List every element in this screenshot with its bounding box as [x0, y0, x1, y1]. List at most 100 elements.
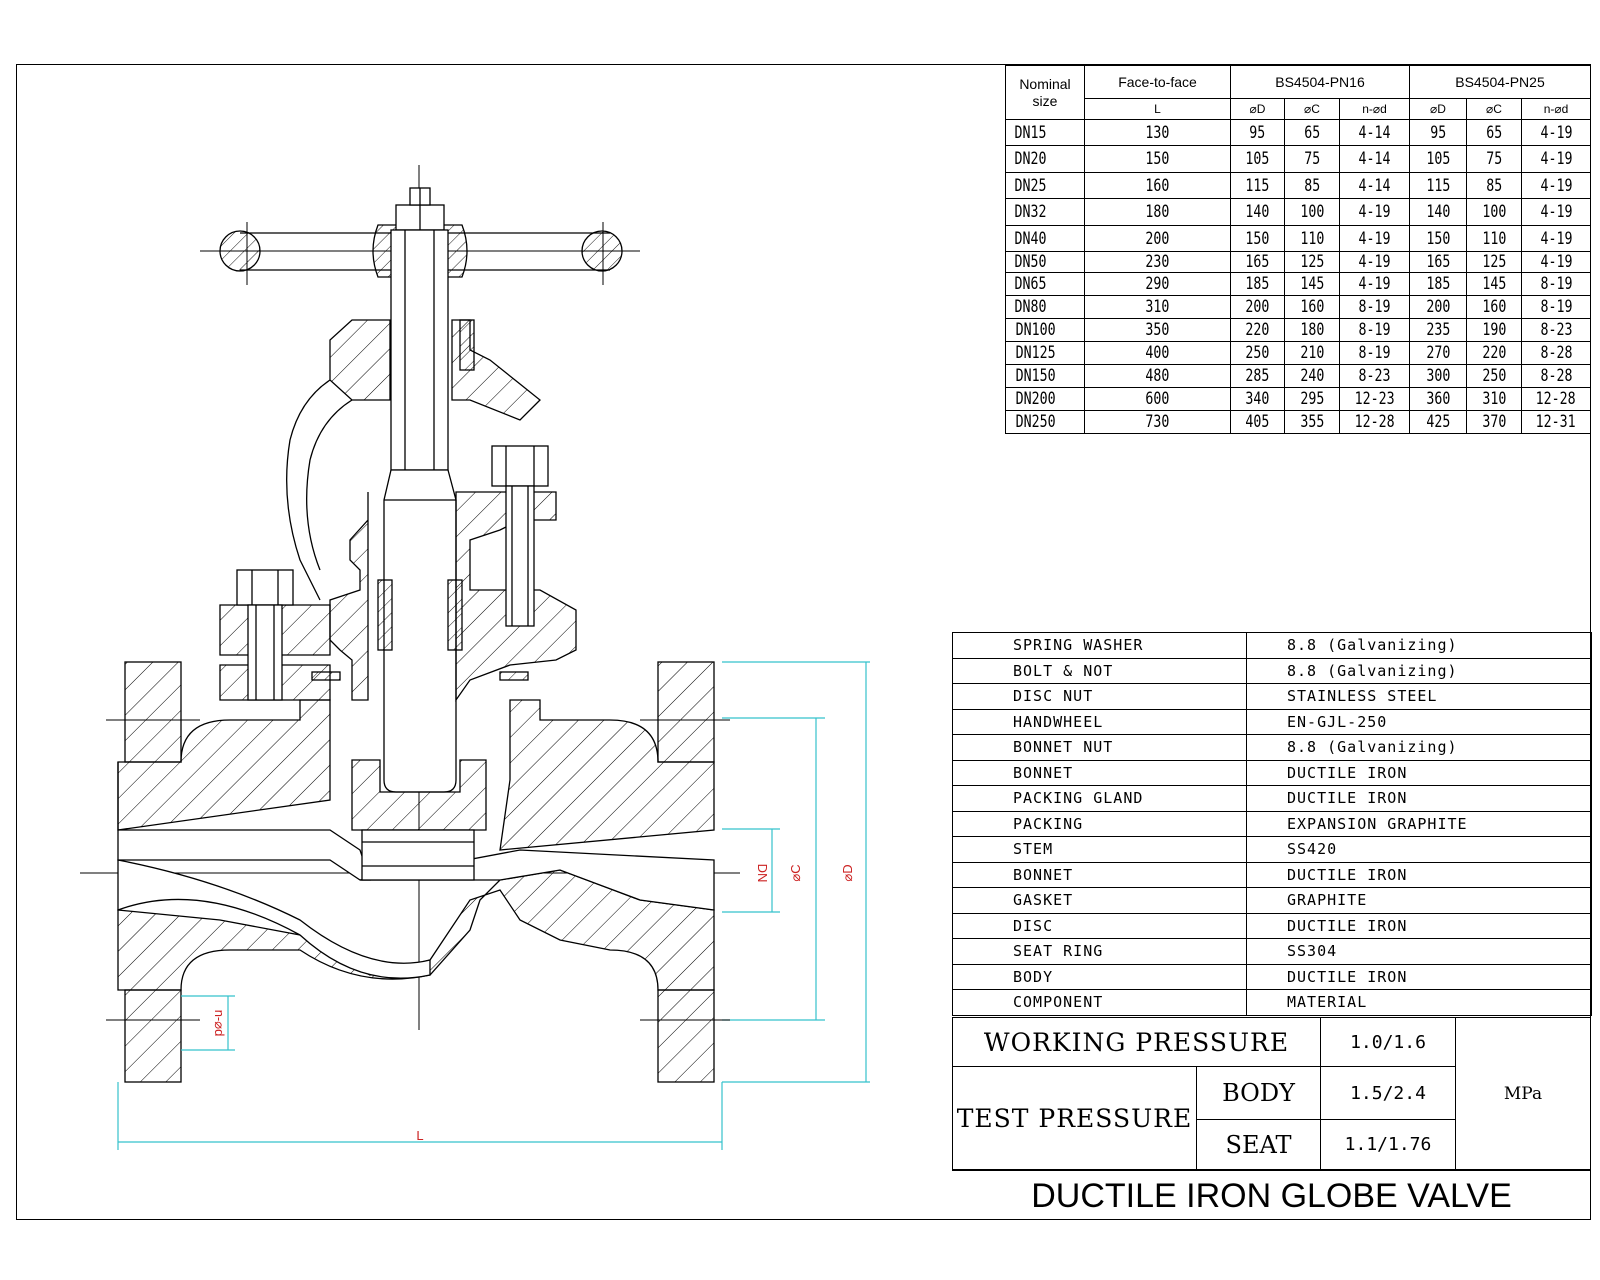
table-cell: 200 — [1230, 295, 1285, 319]
table-cell: 180 — [1084, 198, 1231, 226]
table-cell: 165 — [1230, 251, 1285, 273]
component-cell: SPRING WASHER — [952, 632, 1247, 659]
table-cell: 4-19 — [1521, 198, 1591, 226]
table-cell: 8-19 — [1339, 295, 1410, 319]
table-cell: 8-19 — [1521, 272, 1591, 296]
material-cell: SS420 — [1246, 836, 1592, 863]
table-cell: 150 — [1230, 225, 1285, 252]
table-cell: 310 — [1084, 295, 1231, 319]
pn25-header: BS4504-PN25 — [1409, 65, 1591, 99]
material-cell: 8.8 (Galvanizing) — [1246, 734, 1592, 761]
table-cell: 300 — [1409, 364, 1467, 388]
table-cell: 350 — [1084, 318, 1231, 342]
gland-bolt — [491, 445, 549, 627]
table-cell: 4-19 — [1521, 251, 1591, 273]
pn16-n-header: n-⌀d — [1339, 98, 1410, 120]
table-cell: 12-23 — [1339, 387, 1410, 411]
table-cell: 360 — [1409, 387, 1467, 411]
table-cell: 150 — [1084, 145, 1231, 173]
table-cell: 290 — [1084, 272, 1231, 296]
table-cell: 4-19 — [1339, 272, 1410, 296]
table-cell: 200 — [1084, 225, 1231, 252]
table-cell: 8-28 — [1521, 341, 1591, 365]
nominal-size-cell: DN32 — [1005, 198, 1085, 226]
table-cell: 4-14 — [1339, 145, 1410, 173]
table-cell: 4-19 — [1521, 145, 1591, 173]
body-pressure-value: 1.5/2.4 — [1320, 1066, 1456, 1120]
table-cell: 160 — [1284, 295, 1340, 319]
table-cell: 8-23 — [1521, 318, 1591, 342]
table-cell: 160 — [1466, 295, 1522, 319]
nominal-size-cell: DN100 — [1005, 318, 1085, 342]
table-cell: 8-23 — [1339, 364, 1410, 388]
table-cell: 355 — [1284, 410, 1340, 434]
component-cell: SEAT RING — [952, 938, 1247, 965]
table-cell: 180 — [1284, 318, 1340, 342]
pressure-block: WORKING PRESSURE 1.0/1.6 TEST PRESSURE B… — [952, 1017, 1591, 1220]
table-cell: 105 — [1230, 145, 1285, 173]
table-cell: 340 — [1230, 387, 1285, 411]
material-cell: EXPANSION GRAPHITE — [1246, 810, 1592, 837]
table-cell: 145 — [1466, 272, 1522, 296]
table-cell: 4-19 — [1521, 172, 1591, 199]
table-cell: 125 — [1284, 251, 1340, 273]
dim-label-D: ⌀D — [840, 864, 855, 881]
nominal-size-cell: DN150 — [1005, 364, 1085, 388]
pn16-d-header: ⌀D — [1230, 98, 1285, 120]
table-cell: 400 — [1084, 341, 1231, 365]
table-cell: 285 — [1230, 364, 1285, 388]
face-sub-header: L — [1084, 98, 1231, 120]
table-cell: 165 — [1409, 251, 1467, 273]
material-cell: DUCTILE IRON — [1246, 861, 1592, 888]
working-pressure-value: 1.0/1.6 — [1320, 1017, 1456, 1067]
table-cell: 4-19 — [1339, 225, 1410, 252]
table-cell: 600 — [1084, 387, 1231, 411]
table-cell: 8-19 — [1521, 295, 1591, 319]
material-cell: STAINLESS STEEL — [1246, 683, 1592, 710]
pn25-c-header: ⌀C — [1466, 98, 1522, 120]
component-cell: BONNET — [952, 759, 1247, 786]
component-cell: GASKET — [952, 887, 1247, 914]
dimension-lines — [117, 661, 870, 1150]
material-cell: 8.8 (Galvanizing) — [1246, 632, 1592, 659]
table-cell: 185 — [1409, 272, 1467, 296]
component-cell: BONNET — [952, 861, 1247, 888]
seat-pressure-value: 1.1/1.76 — [1320, 1119, 1456, 1170]
component-cell: PACKING — [952, 810, 1247, 837]
dim-label-L: L — [416, 1128, 423, 1143]
table-cell: 75 — [1466, 145, 1522, 173]
dim-label-C: ⌀C — [788, 864, 803, 881]
component-cell: BONNET NUT — [952, 734, 1247, 761]
pn25-d-header: ⌀D — [1409, 98, 1467, 120]
table-cell: 270 — [1409, 341, 1467, 365]
table-cell: 125 — [1466, 251, 1522, 273]
table-cell: 95 — [1230, 119, 1285, 146]
table-cell: 130 — [1084, 119, 1231, 146]
material-cell: EN-GJL-250 — [1246, 708, 1592, 735]
table-cell: 8-28 — [1521, 364, 1591, 388]
table-cell: 220 — [1230, 318, 1285, 342]
table-cell: 220 — [1466, 341, 1522, 365]
table-cell: 250 — [1230, 341, 1285, 365]
table-cell: 115 — [1409, 172, 1467, 199]
table-cell: 8-19 — [1339, 341, 1410, 365]
material-cell: DUCTILE IRON — [1246, 912, 1592, 939]
table-cell: 115 — [1230, 172, 1285, 199]
